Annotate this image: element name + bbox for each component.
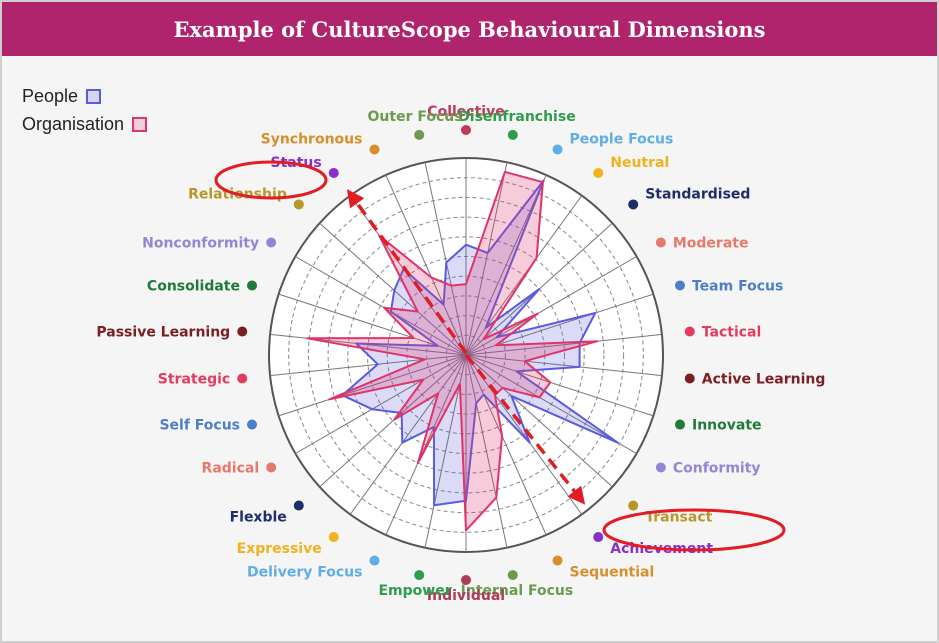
category-marker — [628, 199, 639, 210]
category-label: Tactical — [702, 324, 762, 340]
page-title: Example of CultureScope Behavioural Dime… — [2, 2, 937, 56]
category-marker — [552, 144, 563, 155]
category-label: Transact — [645, 510, 712, 526]
category-marker — [266, 462, 277, 473]
legend-swatch-people — [86, 88, 102, 104]
category-label: Disenfranchise — [458, 109, 576, 125]
category-marker — [628, 500, 639, 511]
grid-spoke — [465, 256, 637, 356]
highlight-oval-achievement — [602, 508, 786, 552]
category-label: Consolidate — [147, 278, 240, 294]
grid-spoke — [465, 354, 547, 536]
category-marker — [328, 532, 339, 543]
series-area-people — [341, 179, 619, 507]
annotation-arrow-achievement — [464, 353, 586, 505]
category-marker — [552, 555, 563, 566]
grid-spoke — [465, 333, 662, 356]
category-label: Active Learning — [702, 372, 826, 388]
category-label: Collective — [427, 104, 504, 120]
category-marker — [684, 373, 695, 384]
category-marker — [461, 125, 471, 135]
category-label: Neutral — [610, 155, 669, 171]
grid-spoke — [465, 354, 508, 548]
category-marker — [593, 532, 604, 543]
category-marker — [674, 419, 685, 430]
category-label: Nonconformity — [142, 236, 259, 252]
category-label: Synchronous — [261, 131, 363, 147]
highlight-oval-status — [214, 160, 328, 200]
category-marker — [414, 570, 425, 581]
grid-spoke — [319, 222, 467, 356]
category-label: Expressive — [237, 541, 322, 557]
category-label: People Focus — [570, 131, 674, 147]
grid-spoke — [465, 354, 583, 515]
category-marker — [237, 373, 248, 384]
legend: People Organisation — [22, 82, 148, 138]
category-label: Empower — [378, 583, 451, 599]
grid-ring — [327, 216, 605, 494]
legend-item-people: People — [22, 82, 147, 110]
category-marker — [461, 575, 471, 585]
category-marker — [593, 167, 604, 178]
legend-swatch-organisation — [132, 116, 148, 132]
category-marker — [369, 144, 380, 155]
grid-spoke — [465, 174, 547, 356]
category-label: Delivery Focus — [247, 565, 362, 581]
category-label: Individual — [427, 588, 505, 604]
grid-spoke — [465, 354, 662, 377]
grid-spoke — [349, 354, 467, 515]
annotation-arrow-status — [346, 189, 468, 355]
category-label: Outer Focus — [368, 109, 463, 125]
category-label: Standardised — [645, 186, 750, 202]
grid-spoke — [270, 354, 467, 377]
category-label: Radical — [202, 461, 260, 477]
category-label: Self Focus — [159, 418, 240, 434]
category-marker — [414, 129, 425, 140]
category-label: Team Focus — [692, 278, 783, 294]
category-marker — [684, 326, 695, 337]
category-marker — [237, 326, 248, 337]
category-label: Sequential — [570, 565, 655, 581]
category-marker — [507, 129, 518, 140]
legend-item-organisation: Organisation — [22, 110, 148, 138]
category-label: Internal Focus — [461, 583, 574, 599]
grid-spoke — [278, 354, 467, 417]
legend-label-people: People — [22, 85, 79, 106]
grid-spoke — [465, 354, 613, 488]
category-label: Strategic — [158, 372, 230, 388]
series-area-organisation — [306, 170, 599, 532]
category-marker — [655, 237, 666, 248]
grid-spoke — [295, 354, 467, 454]
category-label: Innovate — [692, 418, 762, 434]
category-marker — [293, 199, 304, 210]
category-marker — [293, 500, 304, 511]
grid-spoke — [385, 354, 467, 536]
category-marker — [507, 570, 518, 581]
category-label: Passive Learning — [96, 324, 230, 340]
grid-spoke — [465, 162, 508, 356]
category-marker — [328, 167, 339, 178]
category-label: Conformity — [673, 461, 761, 477]
category-marker — [266, 237, 277, 248]
category-marker — [247, 419, 258, 430]
grid-spoke — [465, 354, 654, 417]
category-label: Flexble — [230, 510, 287, 526]
grid-spoke — [295, 256, 467, 356]
grid-spoke — [319, 354, 467, 488]
grid-spoke — [385, 174, 467, 356]
grid-spoke — [424, 162, 467, 356]
category-marker — [674, 280, 685, 291]
legend-label-organisation: Organisation — [22, 113, 125, 134]
category-marker — [655, 462, 666, 473]
category-marker — [369, 555, 380, 566]
category-label: Moderate — [673, 236, 749, 252]
category-marker — [247, 280, 258, 291]
